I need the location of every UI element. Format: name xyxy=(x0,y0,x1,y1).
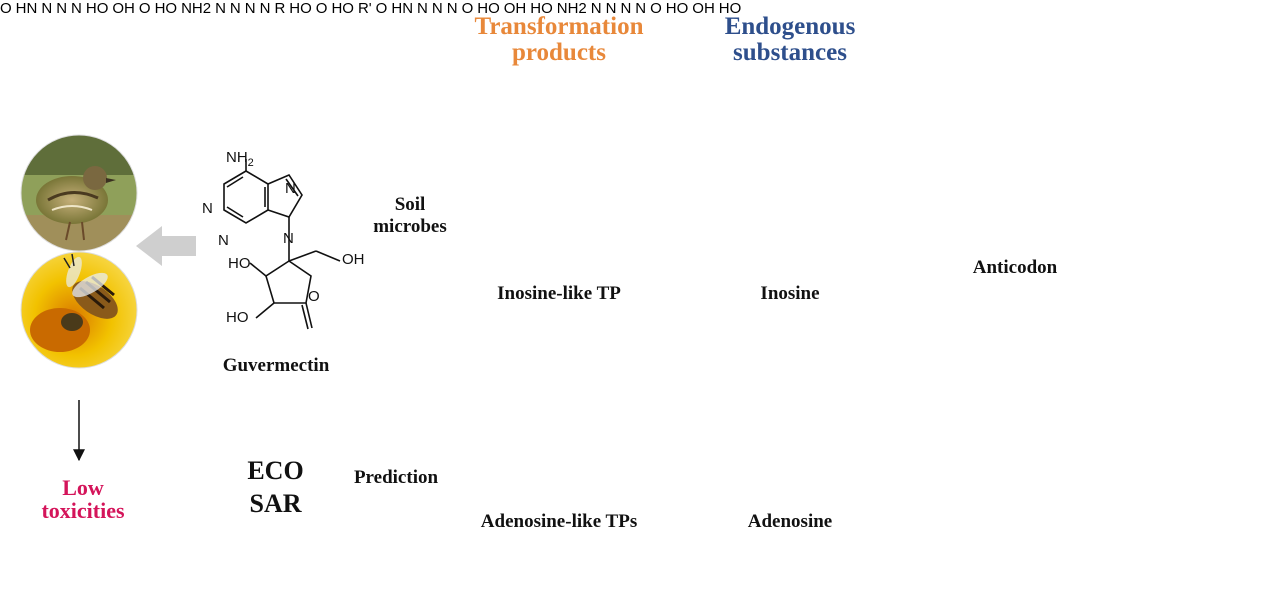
svg-text:N: N xyxy=(283,230,294,247)
soil-microbes-label: Soil microbes xyxy=(373,194,447,237)
anticodon-label: Anticodon xyxy=(972,257,1058,278)
soil-microbes-arrow: O HN N N N HO OH O HO NH2 N N N N R HO O… xyxy=(0,0,1057,531)
endogenous-substances-box: O HN N N N O HO OH HO NH2 N N N N O HO O… xyxy=(41,0,1057,531)
endogenous-substances-header: Endogenous substances xyxy=(724,13,856,67)
svg-text:HO: HO xyxy=(226,309,249,326)
exposure-arrow xyxy=(136,226,196,266)
svg-text:N: N xyxy=(218,232,229,249)
guvermectin-label: Guvermectin xyxy=(222,355,330,376)
sar-label: SAR xyxy=(249,489,302,518)
inosine-label: Inosine xyxy=(760,283,820,304)
svg-text:OH: OH xyxy=(342,251,365,268)
transformation-products-box: O HN N N N HO OH O HO NH2 N N N N R HO O… xyxy=(0,0,1057,531)
svg-text:O: O xyxy=(308,288,320,305)
quail-photo xyxy=(20,134,138,252)
svg-text:NH2: NH2 xyxy=(226,149,254,169)
prediction-label: Prediction xyxy=(353,467,439,488)
inosine-like-tp-atoms: O HN N N N HO OH O HO xyxy=(0,0,178,17)
low-toxicities-label: Low toxicities xyxy=(41,475,125,524)
adenosine-like-tps-label: Adenosine-like TPs xyxy=(480,511,638,532)
honeybee-photo xyxy=(20,251,138,369)
adenosine-atoms: NH2 N N N N O HO OH HO xyxy=(556,0,742,17)
svg-text:HO: HO xyxy=(228,255,251,272)
svg-text:N: N xyxy=(202,200,213,217)
transformation-products-header: Transformation products xyxy=(474,13,644,67)
inosine-like-tp-label: Inosine-like TP xyxy=(497,283,621,304)
inosine-atoms: O HN N N N O HO OH HO xyxy=(375,0,553,17)
eco-label: ECO xyxy=(247,456,304,485)
endogenous-divider: O HN N N N O HO OH HO NH2 N N N N O HO O… xyxy=(41,0,1057,531)
adenosine-label: Adenosine xyxy=(747,511,833,532)
svg-text:N: N xyxy=(285,180,296,197)
adenosine-like-tps-atoms: NH2 N N N N R HO O HO R' xyxy=(181,0,372,17)
guvermectin-atoms: NH2 N N N N HO OH O HO xyxy=(202,149,365,326)
guvermectin-structure xyxy=(223,159,341,330)
transformation-divider: O HN N N N HO OH O HO NH2 N N N N R HO O… xyxy=(0,0,1057,531)
